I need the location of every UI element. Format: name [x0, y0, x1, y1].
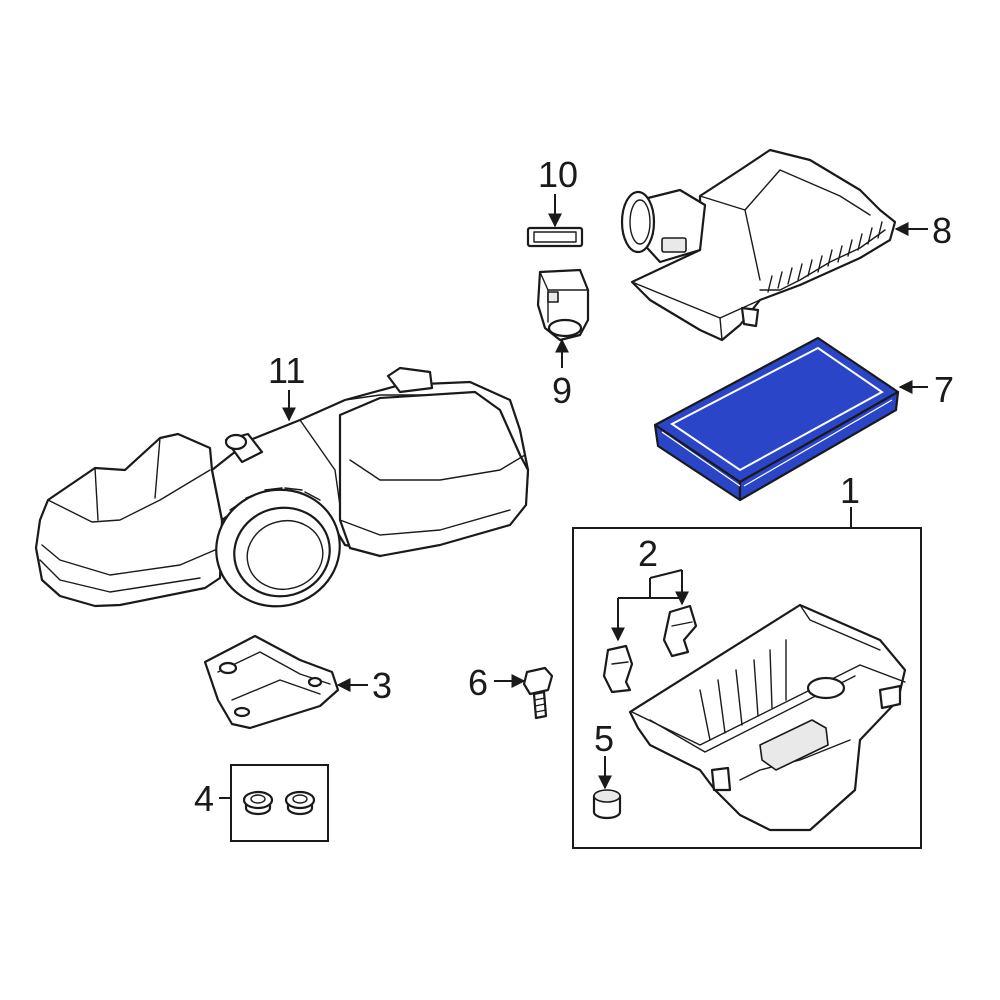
- mass-air-flow-sensor[interactable]: [536, 268, 590, 342]
- rubber-grommet[interactable]: [592, 789, 622, 820]
- air-cleaner-lower-housing[interactable]: [628, 603, 907, 832]
- leader-lines: [219, 194, 928, 799]
- air-filter-element[interactable]: [653, 336, 900, 502]
- callout-3: 3: [372, 665, 392, 706]
- callout-9: 9: [552, 370, 572, 411]
- part-1-group-box: [572, 527, 922, 849]
- callout-7: 7: [934, 369, 954, 410]
- mounting-bolt[interactable]: [522, 666, 554, 720]
- housing-clips[interactable]: [602, 604, 698, 694]
- callout-10: 10: [538, 154, 578, 195]
- intake-duct-assembly[interactable]: [34, 366, 530, 620]
- bracket-grommets[interactable]: [242, 790, 316, 816]
- callout-5: 5: [594, 718, 614, 759]
- callout-11: 11: [268, 350, 305, 391]
- callout-2: 2: [638, 533, 658, 574]
- part-4-group-box: [230, 764, 329, 842]
- callout-4: 4: [194, 778, 214, 819]
- callout-6: 6: [468, 662, 488, 703]
- mounting-bracket[interactable]: [203, 634, 340, 730]
- air-cleaner-cover[interactable]: [620, 148, 897, 342]
- callout-labels: 10 9 8 7 11 1 2 3 6 5 4: [194, 154, 954, 819]
- callout-1: 1: [840, 470, 860, 511]
- gasket-part[interactable]: [526, 226, 584, 248]
- callout-8: 8: [932, 210, 952, 251]
